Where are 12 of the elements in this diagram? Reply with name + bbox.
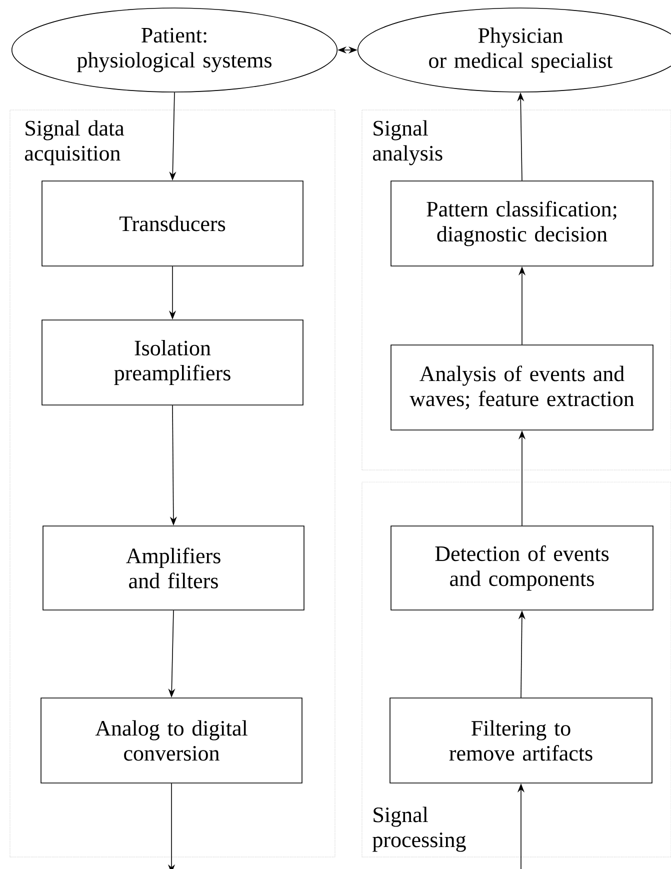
process-box: Detection of events and components <box>390 526 654 610</box>
group-heading: Signal data acquisition <box>24 120 124 166</box>
process-box: Isolation preamplifiers <box>42 320 304 406</box>
process-box: Pattern classification; diagnostic decision <box>390 180 654 266</box>
group-heading: Signal processing <box>372 806 466 852</box>
process-box: Analog to digital conversion <box>40 698 302 784</box>
group-heading: Signal analysis <box>372 120 442 166</box>
process-box: Filtering to remove artifacts <box>390 698 652 784</box>
ellipse-node: Patient: physiological systems <box>11 8 338 92</box>
process-box: Amplifiers and filters <box>42 526 304 610</box>
process-box: Transducers <box>42 180 304 266</box>
process-box: Analysis of events and waves; feature extraction <box>390 344 654 430</box>
